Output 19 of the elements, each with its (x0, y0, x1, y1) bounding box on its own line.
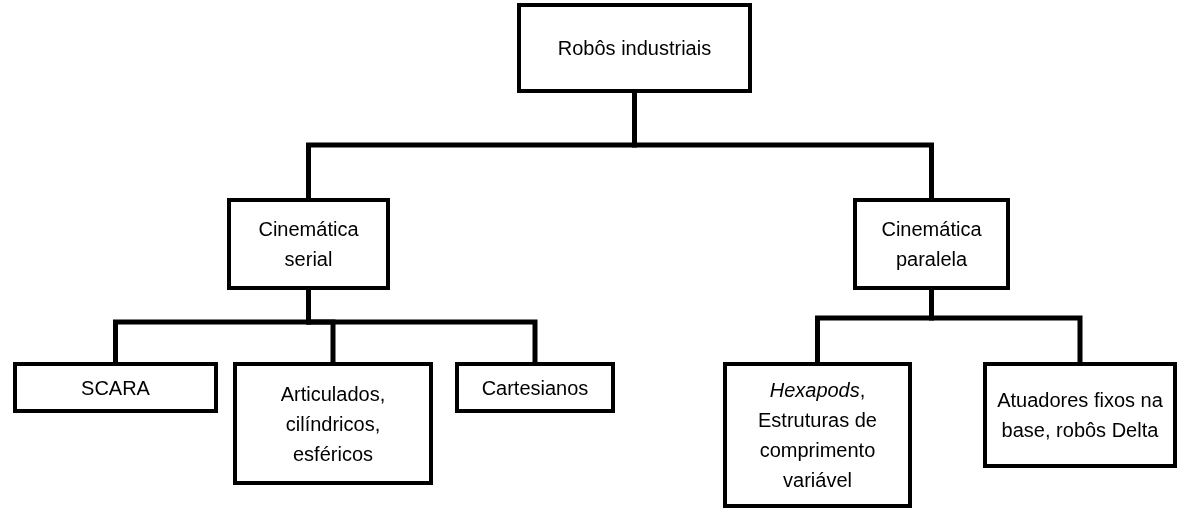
category-label: Robôs industriais (557, 36, 712, 61)
category-label: SCARA (81, 375, 150, 401)
category-box (233, 362, 433, 485)
category-box (853, 198, 1010, 290)
connector-line (632, 93, 934, 198)
connector-line (929, 290, 1083, 362)
category-box (983, 362, 1177, 468)
category-label: Cartesianos (481, 375, 589, 401)
category-box (227, 198, 390, 290)
category-box (13, 362, 218, 413)
category-label: Cinemática paralela (880, 217, 983, 272)
category-box (723, 362, 912, 508)
category-box (517, 3, 752, 93)
category-label: Articulados, cilíndricos, esféricos (279, 381, 387, 467)
category-box (455, 362, 615, 413)
category-label: Cinemática serial (257, 217, 360, 272)
category-label: Hexapods, Estruturas de comprimento variável (757, 378, 878, 493)
category-label: Atuadores fixos na base, robôs Delta (996, 388, 1164, 443)
connector-line (306, 290, 538, 362)
